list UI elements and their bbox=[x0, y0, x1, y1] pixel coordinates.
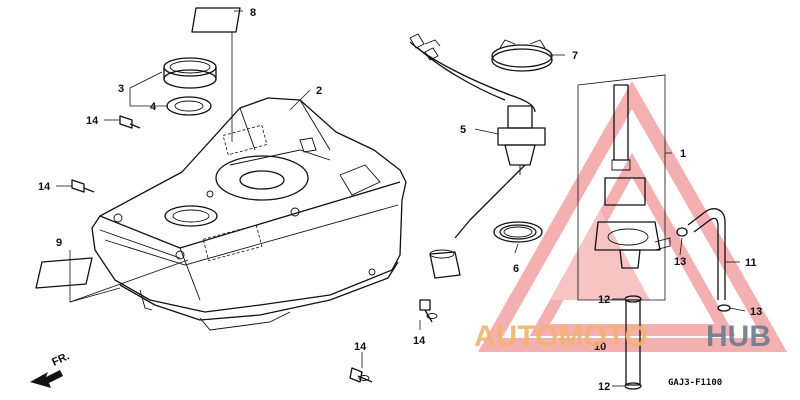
filler-cap-gasket bbox=[166, 96, 212, 116]
callout-labels: 8 2 3 4 14 14 9 5 7 6 1 11 13 13 12 12 1… bbox=[38, 7, 762, 393]
callout-14-d: 14 bbox=[354, 341, 367, 353]
callout-6: 6 bbox=[513, 263, 519, 275]
callout-2: 2 bbox=[316, 85, 322, 97]
front-label: FR. bbox=[50, 350, 71, 368]
callout-14-a: 14 bbox=[86, 115, 99, 127]
callout-3: 3 bbox=[118, 83, 124, 95]
hose-clip-upper bbox=[676, 227, 688, 237]
pump-gasket bbox=[493, 221, 543, 243]
filler-cap bbox=[163, 57, 217, 89]
label-sticker-8 bbox=[191, 7, 241, 42]
fuel-hose bbox=[687, 208, 726, 300]
callout-5: 5 bbox=[460, 124, 466, 136]
pipe-clip-upper bbox=[624, 295, 642, 303]
hose-clip-lower bbox=[717, 304, 731, 312]
callout-14-b: 14 bbox=[38, 181, 51, 193]
fuel-pump-assembly bbox=[577, 74, 671, 301]
callout-12-a: 12 bbox=[598, 294, 610, 306]
callout-12-b: 12 bbox=[598, 381, 610, 393]
watermark-part2: HUB bbox=[706, 320, 771, 353]
callout-8: 8 bbox=[250, 7, 256, 19]
pump-lock-ring bbox=[491, 39, 553, 72]
bolt-14-b bbox=[71, 179, 95, 193]
pipe-clip-lower bbox=[624, 382, 642, 390]
bolt-14-c bbox=[419, 299, 438, 323]
callout-1: 1 bbox=[680, 148, 686, 160]
front-direction-arrow-icon: FR. bbox=[30, 350, 71, 388]
callout-4: 4 bbox=[150, 101, 157, 113]
watermark-logo-mark bbox=[477, 80, 788, 352]
callout-9: 9 bbox=[56, 237, 62, 249]
bolt-14-d bbox=[349, 367, 373, 383]
fuel-level-sender bbox=[409, 33, 546, 279]
label-sticker-9 bbox=[35, 257, 93, 289]
fuel-tank-body bbox=[91, 97, 407, 331]
diagram-code: GAJ3-F1100 bbox=[668, 378, 722, 388]
callout-13-b: 13 bbox=[750, 306, 762, 318]
callout-13-a: 13 bbox=[674, 256, 686, 268]
callout-7: 7 bbox=[572, 50, 578, 62]
callout-11: 11 bbox=[745, 257, 757, 269]
watermark-part1: AUTOMOTO bbox=[474, 320, 648, 353]
callout-14-c: 14 bbox=[413, 335, 426, 347]
watermark-text: AUTOMOTO HUB bbox=[474, 320, 771, 353]
callout-10: 10 bbox=[594, 341, 606, 353]
bolt-14-a bbox=[119, 115, 141, 129]
leader-lines bbox=[56, 10, 746, 387]
